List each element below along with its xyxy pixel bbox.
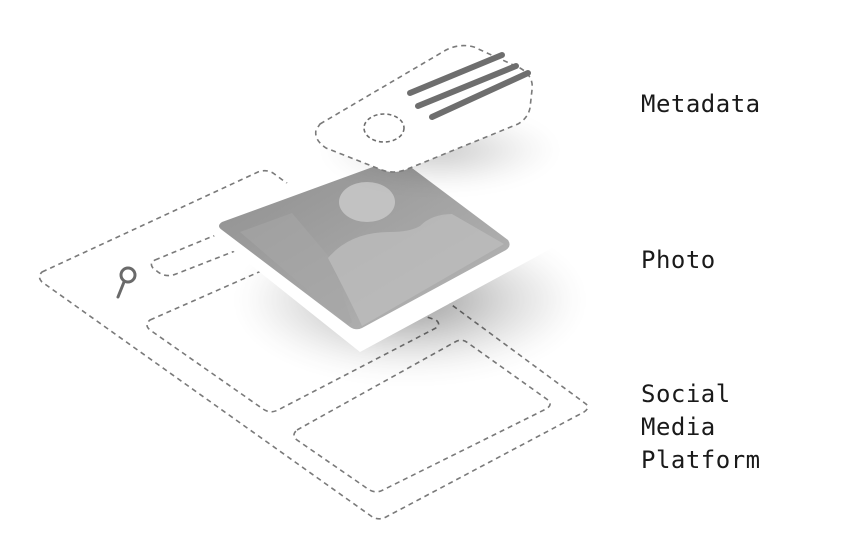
platform-label-line-2: Media	[641, 413, 716, 441]
sun-circle-icon	[339, 182, 395, 222]
metadata-line-3	[429, 70, 531, 120]
metadata-text-lines	[407, 52, 531, 120]
photo-label: Photo	[641, 244, 716, 277]
avatar-circle-icon	[363, 113, 405, 143]
photo-label-text: Photo	[641, 246, 716, 274]
metadata-card	[314, 44, 534, 173]
platform-label-line-1: Social	[641, 380, 731, 408]
metadata-line-1	[407, 52, 505, 96]
photo-layer	[192, 143, 556, 352]
magnifier-icon	[116, 266, 137, 299]
platform-outer-frame	[38, 169, 589, 520]
mountain-icon-ridge	[328, 214, 504, 326]
metadata-label: Metadata	[641, 88, 761, 121]
mountain-icon	[240, 213, 352, 325]
metadata-label-text: Metadata	[641, 90, 761, 118]
platform-label-line-3: Platform	[641, 446, 761, 474]
metadata-line-2	[415, 63, 519, 109]
social-media-platform-label: Social Media Platform	[641, 378, 761, 477]
metadata-card-outline	[314, 44, 534, 173]
